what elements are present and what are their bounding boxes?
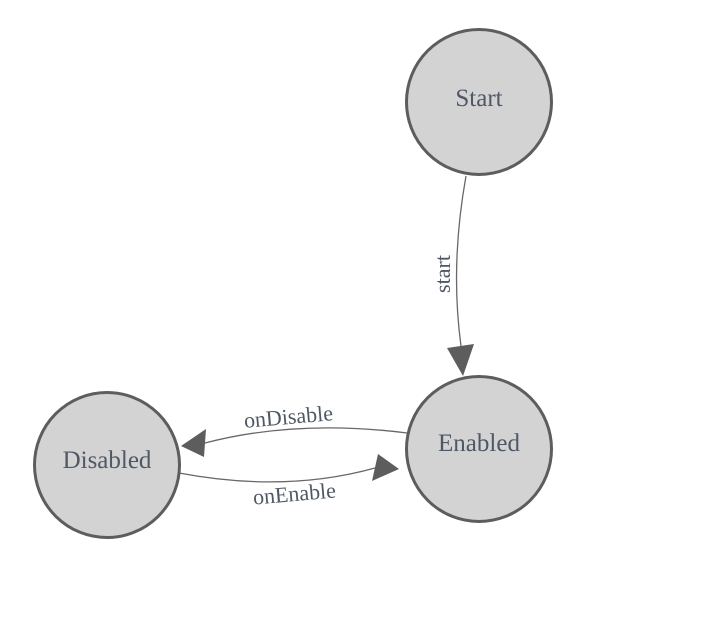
edge-enabled-to-disabled[interactable] [204,427,408,444]
edge-disabled-to-enabled[interactable] [178,467,376,483]
state-node-disabled[interactable] [33,391,181,539]
arrowhead-start-to-enabled-icon [447,344,474,376]
state-node-label-disabled: Disabled [63,447,152,474]
arrowhead-enabled-to-disabled-icon [181,429,206,457]
edge-start-to-enabled[interactable] [455,175,467,347]
state-node-label-enabled: Enabled [438,430,520,457]
state-node-enabled[interactable] [405,375,553,523]
arrowhead-disabled-to-enabled-icon [372,454,399,481]
edge-label-start-to-enabled: start [430,255,455,293]
state-node-start[interactable] [405,28,553,176]
state-node-label-start: Start [455,85,502,112]
